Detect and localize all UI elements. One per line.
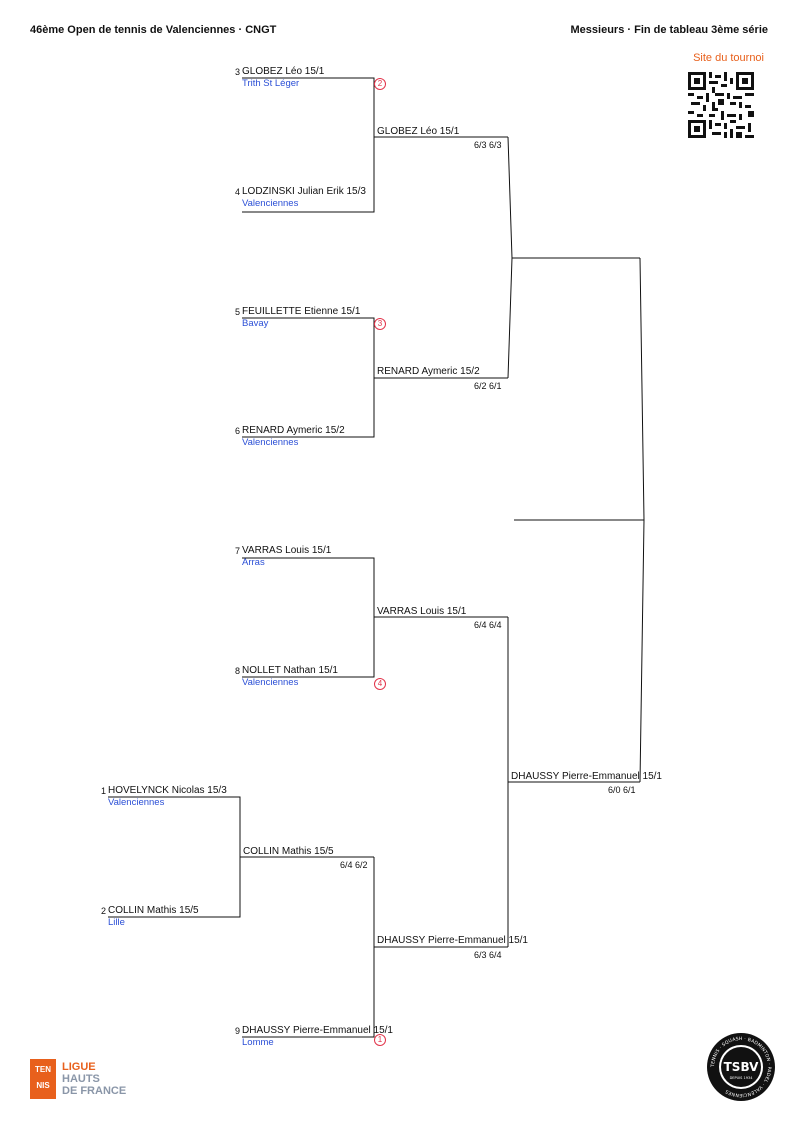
club-name: Lomme: [242, 1037, 274, 1048]
seed: 9: [235, 1026, 241, 1036]
entry-3: 5 FEUILLETTE Etienne 15/1 Bavay: [235, 306, 361, 330]
seed: 3: [235, 67, 241, 77]
player-name: HOVELYNCK Nicolas 15/3: [108, 785, 227, 796]
match-score: 6/2 6/1: [474, 381, 502, 391]
match-winner: DHAUSSY Pierre-Emmanuel 15/1: [377, 935, 528, 946]
seed: 8: [235, 666, 241, 676]
player-name: VARRAS Louis 15/1: [242, 545, 332, 556]
entry-2: 4 LODZINSKI Julian Erik 15/3 Valencienne…: [235, 186, 366, 210]
player-name: GLOBEZ Léo 15/1: [242, 66, 325, 77]
entry-6: 8 NOLLET Nathan 15/1 Valenciennes: [235, 665, 338, 689]
ligue-box-line: TEN: [35, 1065, 51, 1074]
seed: 7: [235, 546, 241, 556]
match-winner: GLOBEZ Léo 15/1: [377, 126, 460, 137]
seed: 1: [101, 786, 107, 796]
player-name: FEUILLETTE Etienne 15/1: [242, 306, 361, 317]
ligue-line: LIGUE: [62, 1061, 96, 1073]
qr-code-icon[interactable]: [688, 72, 754, 138]
ligue-logo-box: TEN NIS: [30, 1059, 56, 1099]
tournament-title: 46ème Open de tennis de Valenciennes · C…: [30, 24, 277, 36]
seed: 2: [101, 906, 107, 916]
ligue-box-line: NIS: [36, 1081, 50, 1090]
entry-1: 3 GLOBEZ Léo 15/1 Trith St Léger: [235, 66, 325, 90]
tournament-site-link[interactable]: Site du tournoi: [693, 52, 764, 64]
player-name: NOLLET Nathan 15/1: [242, 665, 338, 676]
seed-badge: 2: [374, 78, 386, 90]
entry-4: 6 RENARD Aymeric 15/2 Valenciennes: [235, 425, 345, 449]
match-winner: RENARD Aymeric 15/2: [377, 366, 480, 377]
club-name: Valenciennes: [242, 677, 299, 688]
player-name: LODZINSKI Julian Erik 15/3: [242, 186, 366, 197]
club-name: Bavay: [242, 318, 269, 329]
club-name: Valenciennes: [108, 797, 165, 808]
seed: 6: [235, 426, 241, 436]
tsbv-club-logo: TENNIS · SQUASH · BADMINTON · PADEL · VA…: [707, 1033, 775, 1101]
player-name: DHAUSSY Pierre-Emmanuel 15/1: [242, 1025, 393, 1036]
entry-5: 7 VARRAS Louis 15/1 Arras: [235, 545, 332, 569]
match-score: 6/0 6/1: [608, 785, 636, 795]
seed-badge: 1: [374, 1034, 386, 1046]
match-score: 6/3 6/4: [474, 950, 502, 960]
match-winner: COLLIN Mathis 15/5: [243, 846, 334, 857]
player-name: COLLIN Mathis 15/5: [108, 905, 199, 916]
seed-badge: 3: [374, 318, 386, 330]
club-name: Lille: [108, 917, 125, 928]
match-score: 6/4 6/2: [340, 860, 368, 870]
entry-8: 2 COLLIN Mathis 15/5 Lille: [101, 905, 199, 929]
tsbv-logo-since: DEPUIS 1934: [730, 1076, 754, 1080]
ligue-line: DE FRANCE: [62, 1085, 127, 1097]
ligue-logo: TEN NIS LIGUE HAUTS DE FRANCE: [30, 1059, 150, 1103]
match-score: 6/4 6/4: [474, 620, 502, 630]
draw-title: Messieurs · Fin de tableau 3ème série: [570, 24, 768, 36]
tsbv-logo-text: TSBV: [724, 1060, 759, 1074]
club-name: Valenciennes: [242, 437, 299, 448]
seed: 4: [235, 187, 241, 197]
seed-badge: 4: [374, 678, 386, 690]
club-name: Trith St Léger: [242, 78, 300, 89]
ligue-line: HAUTS: [62, 1073, 100, 1085]
club-name: Valenciennes: [242, 198, 299, 209]
player-name: RENARD Aymeric 15/2: [242, 425, 345, 436]
match-winner: VARRAS Louis 15/1: [377, 606, 467, 617]
seed: 5: [235, 307, 241, 317]
entry-9: 9 DHAUSSY Pierre-Emmanuel 15/1 Lomme: [235, 1025, 393, 1049]
entry-7: 1 HOVELYNCK Nicolas 15/3 Valenciennes: [101, 785, 227, 809]
club-name: Arras: [242, 557, 265, 568]
match-winner: DHAUSSY Pierre-Emmanuel 15/1: [511, 771, 662, 782]
match-score: 6/3 6/3: [474, 140, 502, 150]
